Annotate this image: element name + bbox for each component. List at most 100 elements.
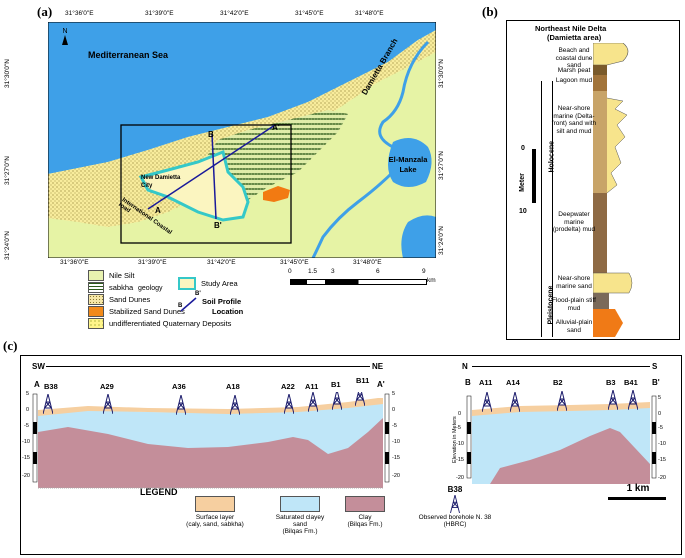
- legend-swatch: [195, 496, 235, 512]
- column-title-1: Northeast Nile Delta: [535, 24, 607, 33]
- unit-marsh-peat: Marsh peat: [557, 67, 591, 74]
- right-tick-1: 31°30'0"N: [438, 59, 445, 88]
- legend-soil-profile: B B' Soil Profile Location: [178, 291, 268, 317]
- scale-tick-3: 6: [376, 268, 380, 275]
- y-tick: 5: [392, 391, 396, 397]
- bottom-tick-5: 31°48'0"E: [353, 259, 382, 266]
- y-tick: 5: [26, 391, 30, 397]
- borehole-label: B41: [624, 378, 638, 387]
- profile-a-dir-right: NE: [372, 362, 384, 371]
- profile-a-end-right: A': [377, 380, 385, 389]
- borehole-label: B3: [606, 378, 616, 387]
- y-tick: -20: [456, 475, 464, 481]
- legend-swatch: [345, 496, 385, 512]
- soil-profile-icon: [180, 297, 197, 312]
- column-title-2: (Damietta area): [547, 33, 602, 42]
- stratigraphic-column: Northeast Nile Delta (Damietta area) 0 M…: [506, 20, 680, 340]
- borehole-legend-2: (HBRC): [443, 521, 467, 528]
- point-b-prime: B': [214, 221, 222, 230]
- north-arrow-icon: [62, 35, 68, 45]
- profile-b-end-left: B: [465, 378, 471, 387]
- borehole-label: B2: [553, 378, 563, 387]
- sea-label: Mediterranean Sea: [88, 50, 169, 60]
- bottom-tick-1: 31°36'0"E: [60, 259, 89, 266]
- city-label: New Damietta City: [141, 175, 181, 189]
- unit-delta-front: Near-shore marine (Delta-front) sand wit…: [551, 105, 597, 135]
- map-bottom-ticks: 31°36'0"E 31°39'0"E 31°42'0"E 31°45'0"E …: [55, 259, 435, 271]
- profile-b-section: [466, 390, 657, 484]
- y-tick: -20: [22, 473, 30, 479]
- profile-b-yaxis-right: 5 0 -5 -10 -15 -20: [658, 395, 672, 491]
- scale-tick-1: 1.5: [308, 268, 318, 275]
- y-tick: -10: [392, 439, 400, 445]
- y-tick: 0: [658, 411, 662, 417]
- bottom-tick-2: 31°39'0"E: [138, 259, 167, 266]
- soil-point-b: B: [178, 303, 183, 309]
- borehole-label: A11: [479, 378, 493, 387]
- legend-line1: Saturated clayey: [275, 514, 325, 521]
- section-scale-bar: [608, 497, 666, 500]
- y-tick: -10: [456, 441, 464, 447]
- y-tick: -5: [24, 423, 29, 429]
- legend-line1: Clay: [358, 514, 372, 521]
- borehole-label: A22: [281, 382, 295, 391]
- scale-top: 0: [521, 145, 525, 152]
- legend-label: Nile Silt: [109, 270, 135, 280]
- top-tick-4: 31°45'0"E: [295, 10, 324, 17]
- borehole-label: B1: [331, 380, 341, 389]
- legend-line2: sand: [292, 521, 308, 528]
- scale-tick-0: 0: [288, 268, 292, 275]
- map-top-ticks: 31°36'0"E 31°39'0"E 31°42'0"E 31°45'0"E …: [55, 10, 435, 22]
- y-tick: -10: [658, 441, 666, 447]
- borehole-label: A11: [305, 382, 319, 391]
- legend-nile-silt: Nile Silt: [88, 269, 134, 281]
- legend-label: sabkha: [109, 282, 134, 292]
- bottom-tick-4: 31°45'0"E: [280, 259, 309, 266]
- left-tick-2: 31°27'0"N: [4, 156, 11, 185]
- y-tick: -15: [22, 455, 30, 461]
- profile-b-direction-line: [472, 366, 650, 367]
- panel-a-letter: (a): [37, 4, 53, 19]
- point-b: B: [208, 130, 214, 139]
- borehole-label: A14: [506, 378, 520, 387]
- scale-bar-meter: 0 Meter 10: [518, 145, 539, 219]
- borehole-label: B38: [44, 382, 58, 391]
- legend-label: Sand Dunes: [109, 294, 151, 304]
- y-tick: 0: [458, 411, 462, 417]
- legend-swatch: [88, 317, 104, 329]
- profile-b-dir-right: S: [652, 362, 658, 371]
- profile-a-yaxis-right: 5 0 -5 -10 -15 -20: [392, 391, 406, 487]
- scale-unit-label: Meter: [518, 173, 526, 192]
- profile-b-yaxis: 0 -5 -10 -15 -20: [456, 395, 468, 491]
- scale-bottom: 10: [519, 208, 527, 215]
- soil-label-1: Soil Profile: [202, 297, 242, 306]
- scale-bar: [290, 279, 427, 285]
- legend-swatch: [88, 293, 104, 305]
- profile-b-dir-left: N: [462, 362, 468, 371]
- scale-unit: km: [427, 277, 436, 284]
- legend-swatch: [88, 305, 104, 317]
- top-tick-2: 31°39'0"E: [145, 10, 174, 17]
- legend-line1: Surface layer: [195, 514, 235, 521]
- y-tick: 0: [26, 407, 30, 413]
- unit-nearshore-sand: Near-shore marine sand: [556, 275, 592, 290]
- study-area-swatch: [178, 276, 196, 290]
- bottom-tick-3: 31°42'0"E: [207, 259, 236, 266]
- top-tick-3: 31°42'0"E: [220, 10, 249, 17]
- panel-c-letter: (c): [3, 338, 18, 353]
- legend-clay: Clay (Bilqas Fm.): [330, 496, 400, 528]
- left-tick-1: 31°30'0"N: [4, 59, 11, 88]
- legend-clayey-sand: Saturated clayey sand (Bilqas Fm.): [255, 496, 345, 535]
- legend-sabkha: sabkha: [88, 281, 133, 293]
- borehole-label: B11: [356, 376, 370, 385]
- legend-borehole: B38 Observed borehole N. 38 (HBRC): [405, 485, 505, 528]
- cross-section-panel: [20, 355, 682, 555]
- unit-prodelta-mud: Deepwater marine (prodelta) mud: [552, 211, 596, 233]
- legend-surface-layer: Surface layer (caly, sand, sabkha): [170, 496, 260, 528]
- left-tick-3: 31°24'0"N: [4, 231, 11, 260]
- legend-label: undifferentiated Quaternary Deposits: [109, 318, 232, 328]
- legend-sand-dunes: Sand Dunes: [88, 293, 150, 305]
- north-arrow: N: [60, 28, 70, 45]
- y-tick: 0: [392, 407, 396, 413]
- top-tick-1: 31°36'0"E: [65, 10, 94, 17]
